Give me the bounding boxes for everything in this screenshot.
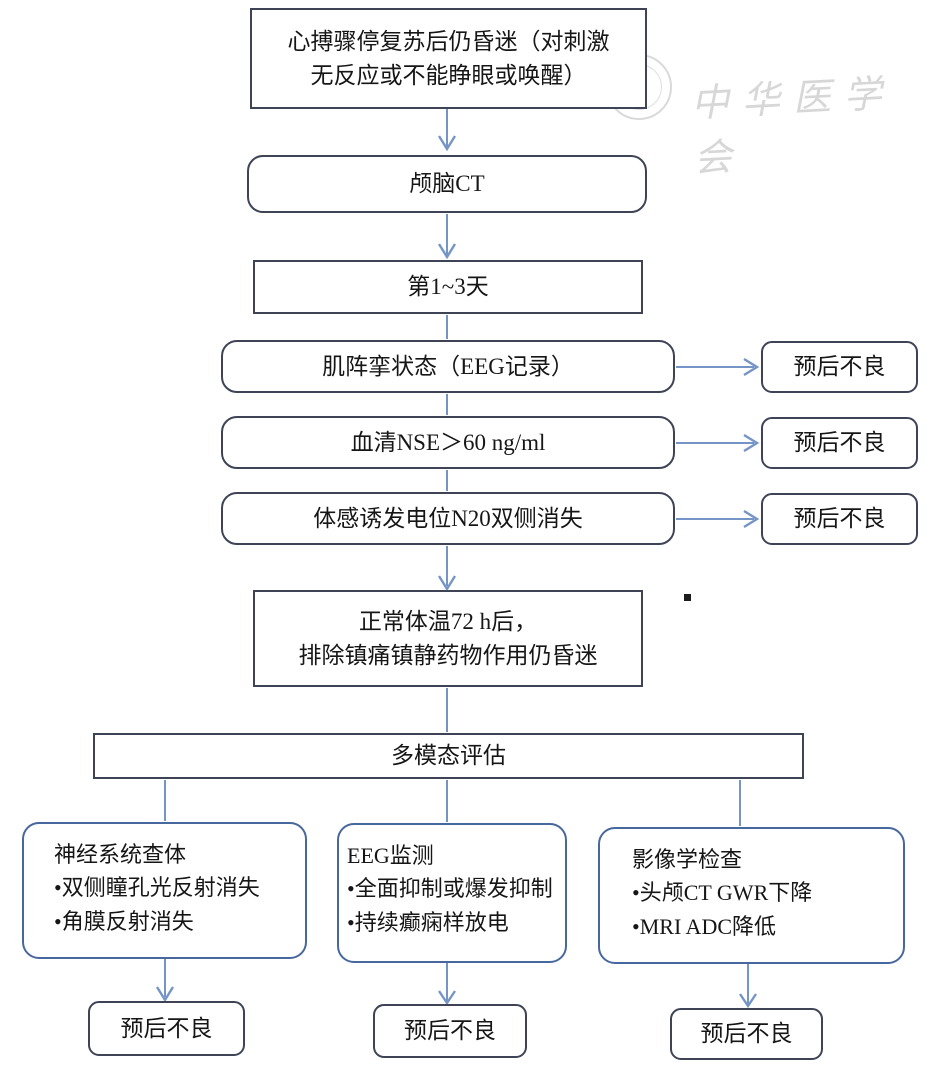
branch-bullet: •角膜反射消失 [54,908,194,934]
node-days-1-3: 第1~3天 [253,260,643,314]
node-brain-ct: 颅脑CT [247,155,647,213]
node-outcome-myoclonus: 预后不良 [761,341,918,393]
branch-bullet: •MRI ADC降低 [632,913,776,939]
node-branch-eeg-monitor: EEG监测 •全面抑制或爆发抑制 •持续癫痫样放电 [337,823,567,963]
branch-title: EEG监测 [347,843,434,868]
branch-bullet: •持续癫痫样放电 [347,909,509,935]
arrowhead-imaging-to-outcome [739,993,757,1009]
node-outcome-ssep: 预后不良 [761,493,918,545]
node-outcome-imaging: 预后不良 [670,1008,823,1060]
cma-watermark-text: 中华医学会 [689,73,896,181]
node-outcome-nse: 预后不良 [761,417,918,469]
arrowhead-ssep-to-outcome-right [743,509,760,529]
arrowhead-exam-to-outcome [155,986,175,1003]
arrowhead-ssep-to-normothermia [437,575,457,592]
node-branch-imaging: 影像学检查 •头颅CT GWR下降 •MRI ADC降低 [598,827,905,964]
branch-title: 神经系统查体 [54,842,187,867]
node-start: 心搏骤停复苏后仍昏迷（对刺激 无反应或不能睁眼或唤醒） [250,8,647,109]
node-outcome-eeg: 预后不良 [373,1004,527,1058]
arrowhead-ct-to-days [437,243,457,260]
arrowhead-eeg-to-outcome [438,990,456,1006]
branch-title: 影像学检查 [632,847,743,872]
arrowhead-start-to-ct [437,135,457,152]
stray-dot [684,594,691,601]
node-outcome-exam: 预后不良 [88,1001,245,1056]
arrowhead-myoclonus-to-outcome [743,357,760,377]
branch-bullet: •头颅CT GWR下降 [632,880,813,906]
node-ssep-n20: 体感诱发电位N20双侧消失 [221,492,675,545]
node-multimodal: 多模态评估 [93,733,804,779]
branch-bullet: •双侧瞳孔光反射消失 [54,875,260,901]
branch-bullet: •全面抑制或爆发抑制 [347,876,553,902]
arrowhead-nse-to-outcome [743,433,760,453]
node-branch-neuro-exam: 神经系统查体 •双侧瞳孔光反射消失 •角膜反射消失 [22,822,307,959]
node-normothermia: 正常体温72 h后， 排除镇痛镇静药物作用仍昏迷 [253,590,643,687]
node-nse: 血清NSE＞60 ng/ml [221,416,675,469]
node-myoclonus: 肌阵挛状态（EEG记录） [221,340,675,393]
